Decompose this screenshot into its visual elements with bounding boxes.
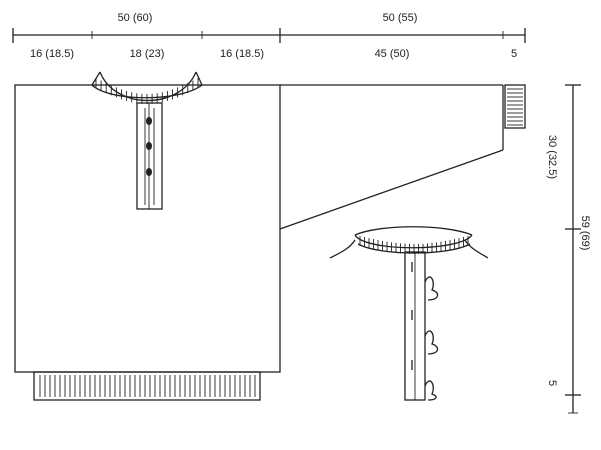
neck-width-label: 18 (23) — [130, 48, 165, 60]
sweater-body — [14, 71, 281, 401]
right-shoulder-label: 16 (18.5) — [220, 48, 264, 60]
armhole-depth-label: 30 (32.5) — [546, 135, 558, 179]
top-dimension-row-1: 50 (60) 50 (55) 16 (18.5) 18 (23) 16 (18… — [12, 12, 526, 60]
total-length-label: 59 (69) — [579, 216, 591, 251]
detail-placket — [404, 251, 426, 401]
button-1 — [146, 117, 152, 125]
detail-buttons — [424, 276, 439, 401]
sleeve-main-label: 45 (50) — [375, 48, 410, 60]
sleeve — [279, 84, 526, 230]
button-3 — [146, 168, 152, 176]
hem-rib-label: 5 — [546, 380, 558, 386]
sleeve-width-label: 50 (55) — [383, 12, 418, 24]
cuff-ribbing — [504, 84, 526, 129]
detail-collar-band — [354, 226, 473, 254]
collar-detail — [329, 226, 489, 401]
cuff-length-label: 5 — [511, 48, 517, 60]
button-2 — [146, 142, 152, 150]
neckline-ribbing — [91, 71, 203, 104]
body-width-label: 50 (60) — [118, 12, 153, 24]
left-shoulder-label: 16 (18.5) — [30, 48, 74, 60]
hem-ribbing — [33, 371, 261, 401]
right-dimension-line: 30 (32.5) 59 (69) 5 — [546, 84, 591, 414]
button-placket — [136, 102, 163, 210]
